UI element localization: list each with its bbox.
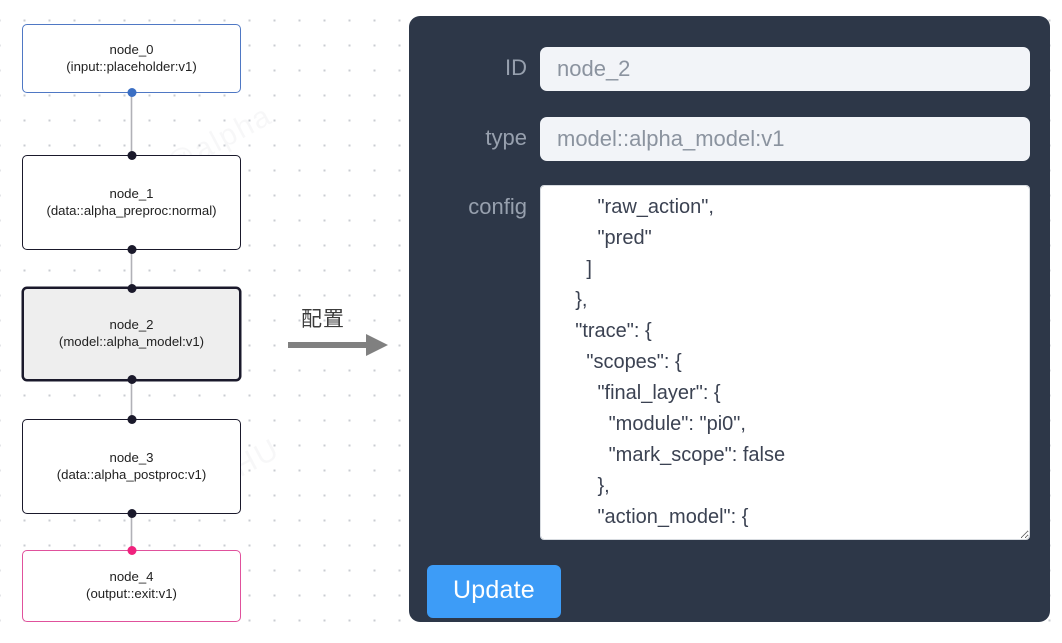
node-label-line2: (data::alpha_postproc:v1) [56,466,207,482]
node-handle-top[interactable] [127,284,136,293]
graph-node-node_2[interactable]: node_2 (model::alpha_model:v1) [22,284,241,384]
node-label: node_1 (data::alpha_preproc:normal) [46,186,216,220]
canvas-bottom-edge [0,622,1062,643]
node-label-line1: node_0 [109,41,154,57]
node-label: node_0 (input::placeholder:v1) [66,42,196,76]
field-label-config: config [468,194,527,219]
node-label-line1: node_4 [109,569,154,585]
node-label-line2: (model::alpha_model:v1) [58,334,205,349]
graph-edges [130,93,133,550]
update-button[interactable]: Update [427,565,561,618]
graph-node-node_1[interactable]: node_1 (data::alpha_preproc:normal) [22,151,241,254]
field-row-type: type [409,117,1030,161]
id-input[interactable] [540,47,1030,91]
node-handle-bottom[interactable] [127,245,136,254]
node-label-line2: (input::placeholder:v1) [66,58,197,74]
node-config-panel: ID type config Update [409,16,1050,622]
node-label-line2: (output::exit:v1) [86,586,177,601]
field-label-type: type [485,125,527,150]
config-textarea-wrapper [540,185,1030,540]
node-handle-top[interactable] [127,546,136,555]
transition-arrow-icon [288,334,388,356]
transition-label: 配置 [301,307,345,331]
config-textarea[interactable] [540,185,1030,540]
graph-node-node_3[interactable]: node_3 (data::alpha_postproc:v1) [22,415,241,518]
node-label-line1: node_2 [109,317,154,333]
node-label-line2: (data::alpha_preproc:normal) [46,202,217,218]
node-label: node_3 (data::alpha_postproc:v1) [57,450,207,484]
node-label-line1: node_3 [109,449,154,465]
field-row-id: ID [409,47,1030,91]
node-handle-bottom[interactable] [127,509,136,518]
graph-node-node_4[interactable]: node_4 (output::exit:v1) [22,546,241,622]
node-label-line1: node_1 [109,185,154,201]
type-input[interactable] [540,117,1030,161]
node-label: node_4 (output::exit:v1) [86,569,177,603]
node-handle-bottom[interactable] [127,88,136,97]
node-handle-top[interactable] [127,151,136,160]
node-label: node_2 (model::alpha_model:v1) [59,317,204,351]
field-label-id: ID [505,55,527,80]
node-handle-bottom[interactable] [127,375,136,384]
graph-node-node_0[interactable]: node_0 (input::placeholder:v1) [22,24,241,97]
node-handle-top[interactable] [127,415,136,424]
